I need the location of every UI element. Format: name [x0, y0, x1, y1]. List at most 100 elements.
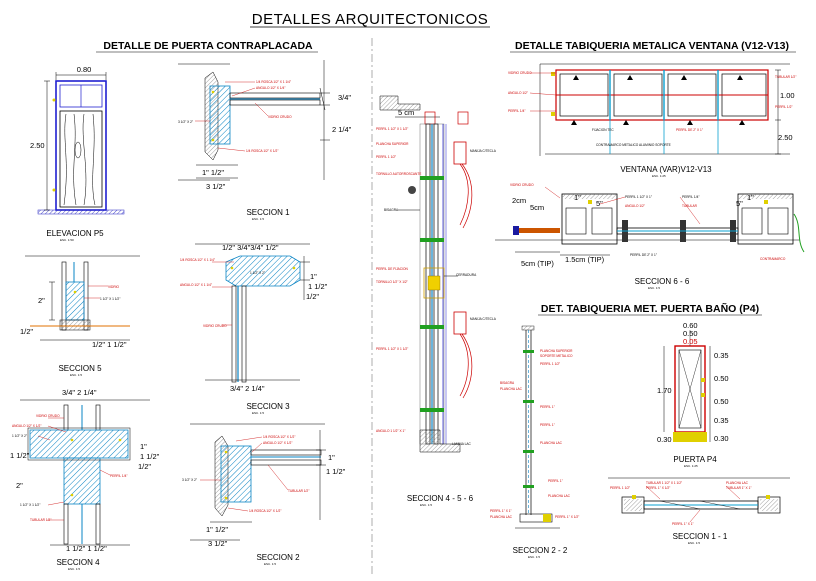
s22-note-11: PERFIL 1" X 1" [490, 509, 512, 513]
p4-top-3: 0.05 [683, 337, 698, 346]
s66-dim-3: 1" [574, 193, 581, 202]
seccion3-note-2: ANGULO 1/2" X 1 1/4" [180, 283, 212, 287]
seccion4-note-5: 1 1/2" X 1 1/2" [20, 503, 40, 507]
s66-note-2: PERFIL 1 1/2" X 1" [625, 195, 652, 199]
ventana-dim-1: 1.00 [780, 91, 795, 100]
seccion4-note-1: VIDRIO CRUDO [36, 414, 60, 418]
seccion4-dim-l1: 1 1/2" [10, 451, 30, 460]
ventana-elevation [529, 63, 790, 156]
ventana-note-4: TUBULAR 1/2" [775, 75, 796, 79]
seccion3-dim-2: 1 1/2" [308, 282, 328, 291]
s66-note-6: PERFIL DE 2" X 1" [630, 253, 657, 257]
seccion2-note-2: ANGULO 1/2" X 1/2" [263, 441, 292, 445]
s11-note-1: PERFIL 1 1/2" [610, 486, 630, 490]
p4-top-2: 0.50 [683, 329, 698, 338]
s456-left-6: PERFIL DE FIJACION [376, 267, 408, 271]
s456-left-3: PERFIL 1 1/2" [376, 155, 396, 159]
seccion2-note-4: TUBULAR 1/2" [288, 489, 309, 493]
bano-heading: DET. TABIQUERIA MET. PUERTA BAÑO (P4) [541, 302, 759, 315]
ventana-note-8: CONTRAMARCO METALICO ALUMINIO SOPORTE [596, 143, 671, 147]
s456-right-1: MANIJA C/TECLA [470, 149, 497, 153]
s456-right-2: MANIJA C/TECLA [470, 317, 497, 321]
ventana-heading: DETALLE TABIQUERIA METALICA VENTANA (V12… [515, 40, 789, 52]
seccion3-dim-3: 1/2" [306, 292, 319, 301]
seccion3-core: 1 1/2" X 2" [250, 271, 265, 275]
seccion1-note-1: 1/4 ROSCA 1/2" X 1 1/4" [256, 80, 291, 84]
seccion1-caption: SECCION 1 [246, 208, 290, 217]
s11-note-2: TUBULAR 1 1/2" X 1 1/2" [646, 481, 682, 485]
seccion5-dim-2: 1/2" [20, 327, 33, 336]
seccion2-dim-1: 1" [328, 453, 335, 462]
seccion5-scale: ESC. 1:5 [70, 373, 82, 377]
s22-note-12: PERFIL 1" X 1/2" [555, 515, 579, 519]
p4-scale: ESC. 1:25 [684, 464, 698, 468]
s66-dim-6: 5" [736, 199, 743, 208]
seccion2-note-5: 1/4 ROSCA 1/2" X 1/2" [249, 509, 281, 513]
s456-left-1: PERFIL 1 1/2" X 1 1/2" [376, 127, 408, 131]
seccion-4-5-6: 5 cm [379, 95, 473, 453]
seccion4-dim-bot: 1 1/2" 1 1/2" [66, 544, 107, 553]
seccion4-dim-r2: 1 1/2" [140, 452, 160, 461]
s66-note-3: ANGULO 1/2" [625, 204, 645, 208]
s22-note-4: BISAGRA [500, 381, 515, 385]
ventana-note-3: PERFIL 1/4" [508, 109, 526, 113]
ventana-caption: VENTANA (VAR)V12-V13 [620, 165, 712, 174]
p4-row-4: 0.35 [714, 416, 729, 425]
seccion3-caption: SECCION 3 [246, 402, 290, 411]
seccion1-dim-4: 3 1/2" [206, 182, 226, 191]
seccion456-caption: SECCION 4 - 5 - 6 [407, 494, 474, 503]
seccion3-note-3: VIDRIO CRUDO [203, 324, 227, 328]
s66-dim-2: 5cm [530, 203, 544, 212]
s22-note-5: PLANCHA LAC [500, 387, 523, 391]
s456-left-4: TORNILLO AUTORROSCANTE [376, 172, 421, 176]
elevacion-p5: 0.80 2.50 [30, 65, 125, 215]
ventana-note-2: ANGULO 1/2" [508, 91, 528, 95]
s22-note-7: PERFIL 1" [540, 423, 555, 427]
seccion11-scale: ESC. 1:5 [688, 541, 700, 545]
seccion3-scale: ESC. 1:5 [252, 411, 264, 415]
seccion-4 [20, 399, 150, 546]
s66-note-4: PERFIL 1/4" [682, 195, 700, 199]
s22-note-3: PERFIL 1 1/2" [540, 362, 560, 366]
seccion1-note-3: VIDRIO CRUDO [268, 115, 292, 119]
seccion456-right-notes: MANIJA C/TECLA MANIJA C/TECLA CERRADURA … [452, 149, 497, 446]
seccion5-dim-1: 2" [38, 296, 45, 305]
s456-left-5: BISAGRA [384, 208, 399, 212]
s66-note-1: VIDRIO CRUDO [510, 183, 534, 187]
s66-note-5: TUBULAR [682, 204, 698, 208]
seccion-6-6 [495, 186, 805, 256]
s11-note-4: PLANCHA LAC [726, 481, 749, 485]
s22-note-10: PLANCHA LAC [548, 494, 571, 498]
seccion-5 [25, 255, 140, 341]
ventana-note-1: VIDRIO CRUDO [508, 71, 532, 75]
seccion3-note-1: 1/4 ROSCA 1/2" X 1 1/4" [180, 258, 215, 262]
seccion2-dim-3: 1" 1/2" [206, 525, 228, 534]
s66-dim-8: 5cm (TIP) [521, 259, 554, 268]
seccion456-left-notes: PERFIL 1 1/2" X 1 1/2" PLANCHA SUPERIOR … [376, 127, 421, 433]
seccion4-scale: ESC. 1:5 [68, 567, 80, 571]
sheet-title: DETALLES ARQUITECTONICOS [252, 11, 489, 28]
elevacion-height: 2.50 [30, 141, 45, 150]
seccion2-note-1: 1/4 ROSCA 1/2" X 1/2" [263, 435, 295, 439]
s11-note-5: TUBULAR 1" X 1" [726, 486, 751, 490]
s456-left-8: PERFIL 1 1/2" X 1 1/2" [376, 347, 408, 351]
elevacion-scale: ESC. 1:50 [60, 238, 74, 242]
seccion5-caption: SECCION 5 [58, 364, 102, 373]
seccion4-dim-l2: 2" [16, 481, 23, 490]
s456-left-2: PLANCHA SUPERIOR [376, 142, 409, 146]
seccion2-scale: ESC. 1:5 [264, 562, 276, 566]
seccion3-dim-top: 1/2" 3/4"3/4" 1/2" [222, 243, 279, 252]
s22-note-6: PERFIL 1" [540, 405, 555, 409]
s22-note-8: PLANCHA LAC [540, 441, 563, 445]
seccion4-dim-top: 3/4" 2 1/4" [62, 388, 97, 397]
seccion4-note-3: 1 1/2" X 2" [12, 434, 27, 438]
s66-dim-5: 1" [747, 193, 754, 202]
ventana-note-5: PERFIL 1/2" [775, 105, 793, 109]
seccion3-dim-bot: 3/4" 2 1/4" [230, 384, 265, 393]
seccion1-dim-1: 3/4" [338, 93, 351, 102]
s66-note-7: CONTRAMARCO [760, 257, 786, 261]
seccion1-note-4: 3 1/2" X 2" [178, 120, 193, 124]
seccion4-note-6: TUBULAR 1/2" [30, 518, 51, 522]
s456-left-7: TORNILLO 1/2" X 1/2" [376, 280, 408, 284]
